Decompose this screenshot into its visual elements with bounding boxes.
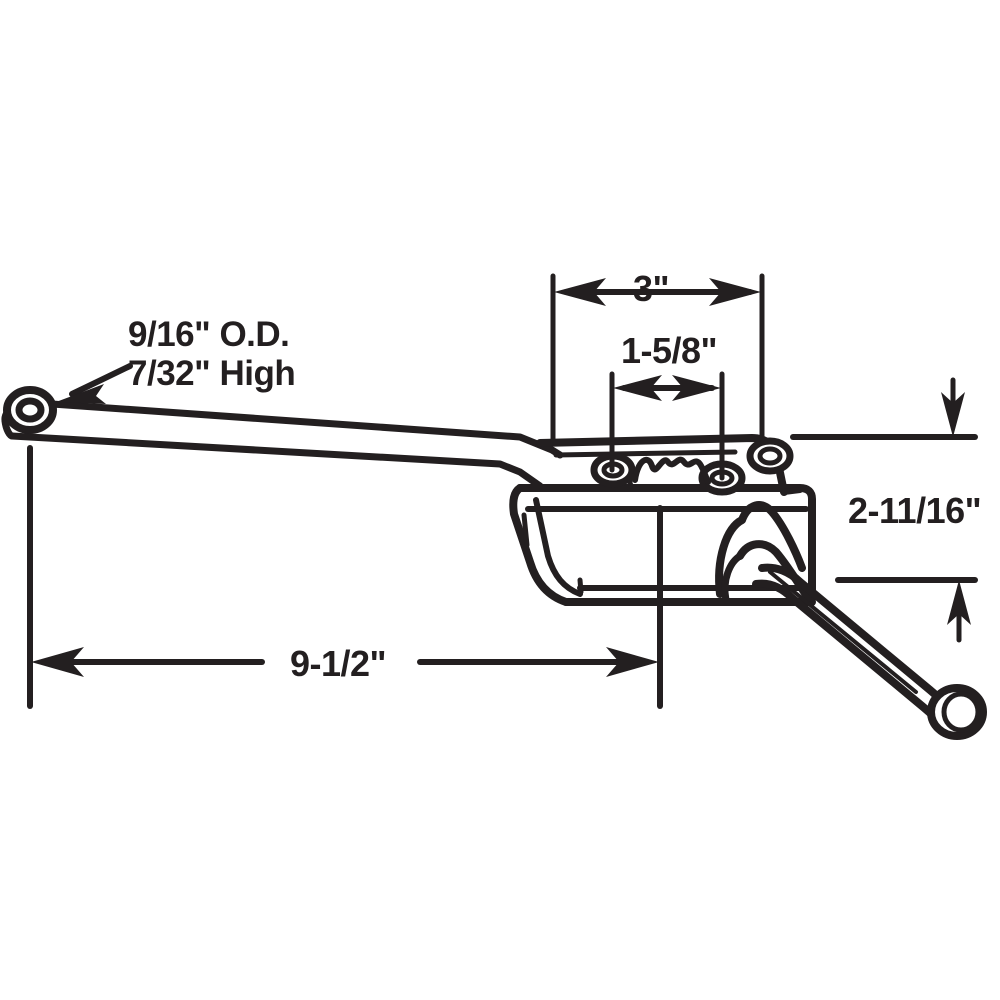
stud-note-line1: 9/16" O.D. bbox=[128, 315, 290, 354]
dimension-label-1-5-8in: 1-5/8" bbox=[620, 330, 718, 371]
dimension-label-9-1-2in: 9-1/2" bbox=[289, 643, 387, 684]
dimension-1-5-8in-arrowheads bbox=[613, 375, 721, 401]
dimension-label-2-11-16in: 2-11/16" bbox=[848, 490, 982, 531]
stud-note-line2: 7/32" High bbox=[128, 354, 296, 394]
mounting-hole bbox=[746, 437, 794, 475]
crank-handle bbox=[752, 563, 987, 740]
dimension-3in bbox=[550, 273, 765, 443]
pivot-stud bbox=[3, 386, 57, 434]
dimension-2-11-16in-arrowheads bbox=[941, 392, 971, 625]
dimension-3in-arrowheads bbox=[554, 278, 761, 306]
worm-gear bbox=[627, 456, 711, 489]
stud-note-label: 9/16" O.D. 7/32" High bbox=[128, 315, 296, 394]
dimension-label-3in: 3" bbox=[632, 268, 670, 309]
stud-note-leader bbox=[69, 363, 133, 397]
operator-arm-outline bbox=[1, 399, 564, 490]
mounting-hole-group bbox=[590, 437, 794, 496]
dimension-9-1-2in-arrowheads bbox=[31, 647, 659, 677]
stud-note-leader-arrowhead bbox=[56, 384, 106, 404]
dimension-9-1-2in bbox=[27, 445, 663, 709]
